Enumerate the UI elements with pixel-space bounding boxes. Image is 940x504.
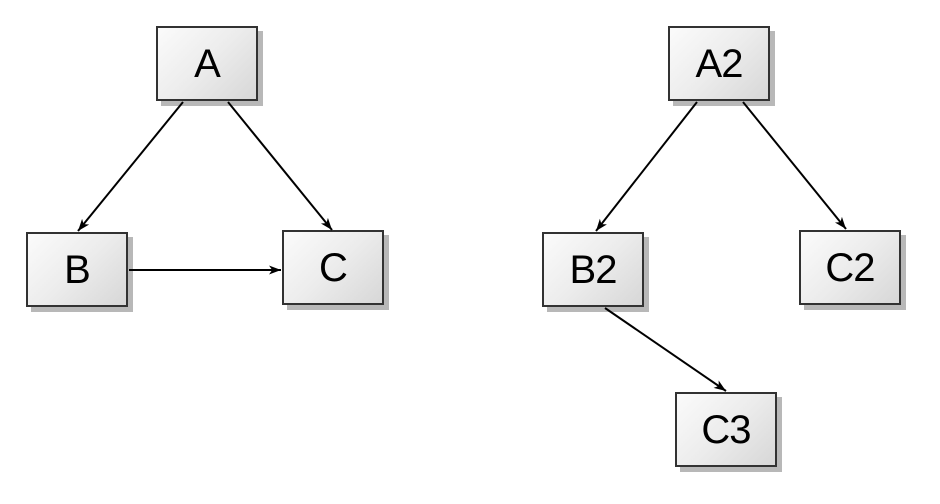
node-label: B	[64, 247, 91, 292]
node-c2[interactable]: C2	[799, 230, 901, 305]
node-b[interactable]: B	[26, 232, 128, 307]
node-b2[interactable]: B2	[542, 232, 644, 307]
node-label: A2	[695, 41, 744, 86]
edge-a-to-b	[77, 101, 184, 232]
edge-a-to-c	[227, 101, 333, 231]
node-c[interactable]: C	[282, 230, 384, 305]
edge-a2-to-b2	[595, 101, 698, 232]
node-a2[interactable]: A2	[668, 26, 770, 101]
node-label: C2	[825, 245, 875, 290]
edge-a2-to-c2	[742, 101, 847, 230]
node-label: C	[319, 245, 348, 290]
node-c3[interactable]: C3	[675, 392, 777, 467]
node-label: B2	[569, 247, 618, 292]
node-label: C3	[701, 407, 751, 452]
edge-b2-to-c3	[604, 307, 727, 392]
node-label: A	[194, 41, 221, 86]
node-a[interactable]: A	[156, 26, 258, 101]
